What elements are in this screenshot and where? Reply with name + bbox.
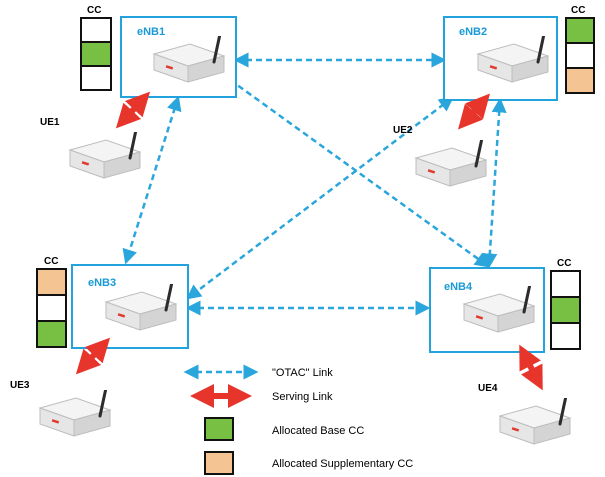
ue4-label: UE4 [478, 383, 498, 394]
legend-otac-label: "OTAC" Link [272, 367, 333, 379]
legend-base-cc-label: Allocated Base CC [272, 425, 364, 437]
enb4-cc-slot-2 [550, 296, 581, 324]
enb1-cc-slot-3 [80, 65, 112, 91]
ue1-node: UE1 [40, 117, 142, 180]
enb4-node: eNB4 [429, 267, 545, 353]
ue3-device-icon [38, 390, 112, 438]
enb4-cc-label: CC [557, 258, 571, 269]
enb2-cc-slot-2 [565, 42, 595, 69]
enb3-node: eNB3 [71, 264, 189, 349]
serving-links [75, 91, 543, 391]
enb4-label: eNB4 [444, 281, 473, 293]
enb2-node: eNB2 [443, 16, 558, 101]
enb1-cc-slot-2 [80, 41, 112, 67]
enb4-cc-stack: CC [550, 258, 581, 350]
ue1-device-icon [68, 132, 142, 180]
ue1-label: UE1 [40, 117, 60, 128]
serving-link-ue2 [458, 93, 490, 130]
otac-link-enb2-enb4 [482, 97, 507, 269]
enb2-cc-slot-1 [565, 17, 595, 44]
ue2-device-icon [414, 140, 488, 188]
otac-link-enb2-enb3 [186, 96, 454, 300]
enb1-cc-label: CC [87, 5, 101, 16]
enb3-cc-slot-2 [36, 294, 67, 322]
enb2-cc-slot-3 [565, 67, 595, 94]
enb3-cc-slot-1 [36, 268, 67, 296]
enb2-cc-label: CC [571, 5, 585, 16]
ue2-label: UE2 [393, 125, 413, 136]
legend-supp-cc-label: Allocated Supplementary CC [272, 458, 413, 470]
ue3-label: UE3 [10, 380, 30, 391]
enb3-cc-label: CC [44, 256, 58, 267]
legend: "OTAC" Link Serving Link Allocated Base … [183, 364, 413, 475]
ue4-device-icon [498, 398, 572, 446]
legend-base-cc-swatch [204, 417, 234, 441]
enb2-cc-stack: CC [565, 5, 595, 94]
enb3-label: eNB3 [88, 277, 116, 289]
ue2-node: UE2 [393, 125, 488, 188]
enb3-cc-slot-3 [36, 320, 67, 348]
legend-supp-cc-swatch [204, 451, 234, 475]
enb1-node: eNB1 [120, 16, 237, 98]
otac-link-enb1-enb3 [122, 95, 182, 265]
otac-links [122, 52, 507, 316]
ue3-node: UE3 [10, 380, 112, 438]
serving-link-ue1 [115, 91, 151, 129]
serving-link-ue3 [75, 337, 111, 375]
enb1-label: eNB1 [137, 26, 165, 38]
serving-link-ue4 [519, 344, 543, 391]
enb1-cc-stack: CC [80, 5, 112, 91]
enb2-label: eNB2 [459, 26, 487, 38]
enb1-cc-slot-1 [80, 17, 112, 43]
enb3-cc-stack: CC [36, 256, 67, 348]
legend-serving-label: Serving Link [272, 391, 333, 403]
enb4-cc-slot-3 [550, 322, 581, 350]
enb4-cc-slot-1 [550, 270, 581, 298]
ue4-node: UE4 [478, 383, 572, 446]
